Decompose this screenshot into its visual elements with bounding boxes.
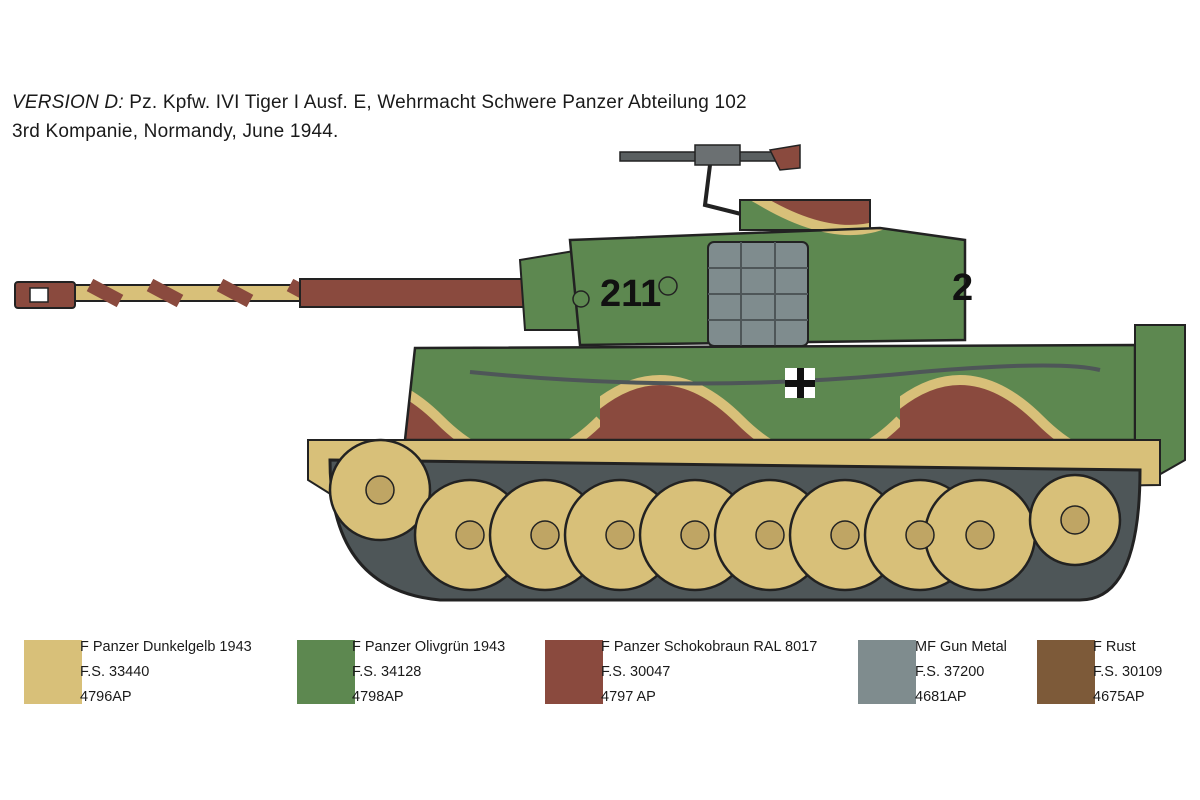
caption-line-2: 3rd Kompanie, Normandy, June 1944. (12, 121, 339, 142)
swatch-dunkelgelb (24, 640, 82, 704)
vision-port-icon (572, 290, 590, 308)
hull-superstructure (403, 343, 1137, 442)
color-name: F Panzer Schokobraun RAL 8017 (601, 639, 818, 655)
color-name: MF Gun Metal (915, 639, 1007, 655)
swatch-label-olivgruen: F Panzer Olivgrün 1943 F.S. 34128 4798AP (352, 635, 505, 710)
color-paint-code: 4798AP (352, 689, 404, 705)
version-caption: VERSION D: Pz. Kpfw. IVI Tiger I Ausf. E… (12, 88, 747, 146)
color-fs-code: F.S. 34128 (352, 664, 422, 680)
color-paint-code: 4797 AP (601, 689, 656, 705)
caption-line-1: VERSION D: Pz. Kpfw. IVI Tiger I Ausf. E… (12, 88, 747, 117)
color-name: F Panzer Olivgrün 1943 (352, 639, 506, 655)
swatch-label-gun-metal: MF Gun Metal F.S. 37200 4681AP (915, 635, 1007, 710)
machine-gun (619, 144, 801, 217)
main-gun (14, 278, 531, 309)
swatch-label-rust: F Rust F.S. 30109 4675AP (1093, 635, 1162, 710)
vehicle-description: Pz. Kpfw. IVI Tiger I Ausf. E, Wehrmacht… (129, 92, 747, 113)
color-paint-code: 4681AP (915, 689, 967, 705)
color-fs-code: F.S. 37200 (915, 664, 985, 680)
swatch-rust (1037, 640, 1095, 704)
tank-illustration: 211 2 (14, 144, 1186, 602)
swatch-schokobraun (545, 640, 603, 704)
color-paint-code: 4675AP (1093, 689, 1145, 705)
color-fs-code: F.S. 30109 (1093, 664, 1163, 680)
swatch-label-schokobraun: F Panzer Schokobraun RAL 8017 F.S. 30047… (601, 635, 817, 710)
swatch-label-dunkelgelb: F Panzer Dunkelgelb 1943 F.S. 33440 4796… (80, 635, 252, 710)
turret-number: 211 (600, 273, 661, 315)
color-fs-code: F.S. 33440 (80, 664, 150, 680)
pistol-port-icon (658, 276, 678, 296)
road-wheels (328, 438, 1122, 592)
color-fs-code: F.S. 30047 (601, 664, 671, 680)
spare-track-links (707, 241, 809, 347)
tow-cable (469, 363, 1101, 386)
color-paint-code: 4796AP (80, 689, 132, 705)
commander-cupola (739, 199, 871, 231)
balkenkreuz-insignia (785, 368, 815, 398)
color-name: F Panzer Dunkelgelb 1943 (80, 639, 252, 655)
swatch-gun-metal (858, 640, 916, 704)
version-label: VERSION D: (12, 92, 124, 113)
swatch-olivgruen (297, 640, 355, 704)
turret-number-rear: 2 (952, 267, 973, 309)
color-name: F Rust (1093, 639, 1136, 655)
